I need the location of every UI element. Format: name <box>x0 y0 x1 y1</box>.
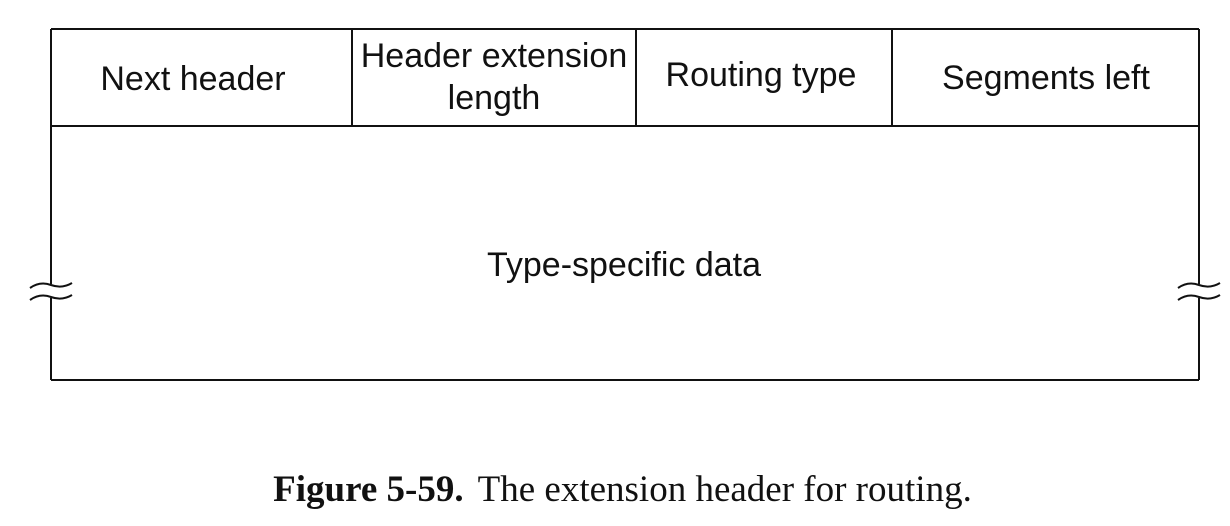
figure-caption: Figure 5-59. The extension header for rou… <box>0 468 1230 511</box>
field-routing-type: Routing type <box>666 56 857 94</box>
figure-caption-text: The extension header for routing. <box>477 469 972 510</box>
right-break-mark <box>1177 282 1221 301</box>
left-break-mark <box>29 282 73 301</box>
routing-header-diagram: Next header Header extension length Rout… <box>29 28 1221 381</box>
field-type-specific-data: Type-specific data <box>487 246 761 284</box>
field-header-extension-length-line1: Header extension <box>361 37 628 75</box>
field-next-header: Next header <box>100 60 285 98</box>
field-header-extension-length-line2: length <box>448 79 541 117</box>
figure-label: Figure 5-59. <box>273 469 464 510</box>
field-segments-left: Segments left <box>942 59 1150 97</box>
